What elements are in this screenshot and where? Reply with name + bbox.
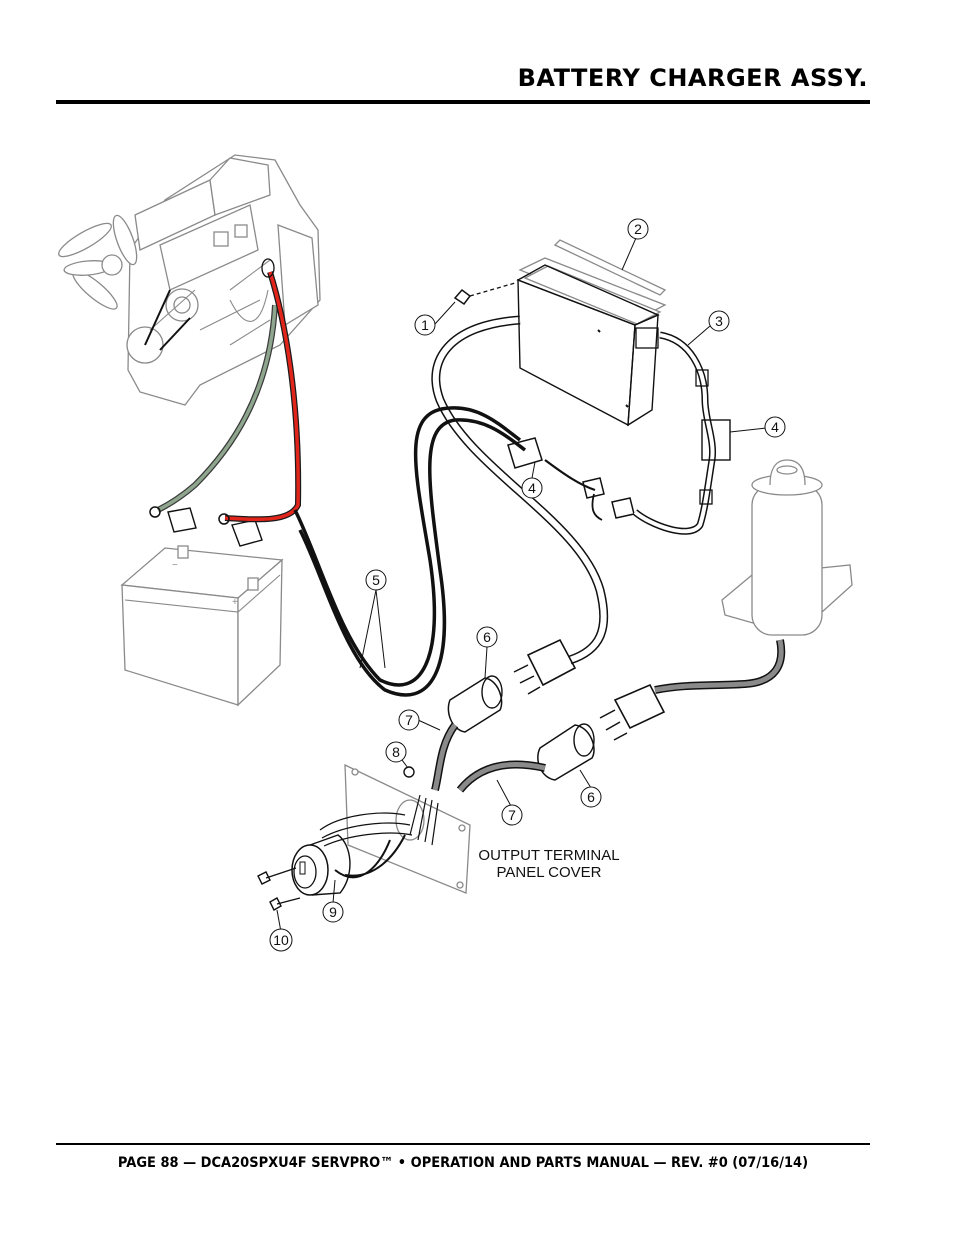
svg-text:1: 1 [421,317,429,333]
svg-text:+: + [232,597,238,608]
callout-4-charger: 4 [764,416,786,438]
positive-terminal-clamp [231,519,263,547]
svg-text:7: 7 [508,807,516,823]
output-terminal-panel-cover [344,763,471,894]
callout-6-lower: 6 [580,786,602,808]
heater-plug [613,683,666,730]
receptacle-lower [537,724,595,781]
callout-3: 3 [708,310,730,332]
callout-4-harness: 4 [521,477,543,499]
svg-text:10: 10 [273,932,289,948]
svg-text:4: 4 [771,419,779,435]
engine-block-heater [721,459,853,636]
callout-9: 9 [322,901,344,923]
callout-8: 8 [385,741,407,763]
receptacle-upper [447,677,503,733]
charger-output-lead [632,331,717,535]
output-receptacle [291,834,351,896]
svg-text:3: 3 [715,313,723,329]
screw-lower-icon [269,897,301,911]
svg-text:4: 4 [528,480,536,496]
nut-icon [403,766,415,778]
callout-1: 1 [414,314,436,336]
svg-text:7: 7 [405,712,413,728]
mounting-bolt [453,288,472,306]
callout-6-upper: 6 [476,626,498,648]
negative-terminal-clamp [167,507,197,533]
footer-rule [56,1143,870,1145]
svg-text:6: 6 [483,629,491,645]
svg-text:6: 6 [587,789,595,805]
callout-2: 2 [627,218,649,240]
svg-text:2: 2 [634,221,642,237]
panel-cover-label-line1: OUTPUT TERMINAL [478,847,619,864]
page-footer: PAGE 88 — DCA20SPXU4F SERVPRO™ • OPERATI… [117,1155,809,1171]
page-title: BATTERY CHARGER ASSY. [517,64,868,92]
svg-text:8: 8 [392,744,400,760]
callout-10: 10 [269,928,293,952]
ac-plug [526,638,577,687]
callout-7-upper: 7 [398,709,420,731]
engine-illustration [58,154,321,406]
battery-charger-unit [516,239,667,427]
inline-fuse-holder [507,437,543,469]
screw-upper-icon [257,867,297,885]
battery-illustration: − + [120,545,284,707]
callout-7-lower: 7 [501,804,523,826]
battery-harness-cable [293,406,522,687]
callout-5: 5 [365,569,387,591]
svg-text:5: 5 [372,572,380,588]
svg-text:9: 9 [329,904,337,920]
svg-text:−: − [172,560,178,571]
fan-icon [58,214,138,310]
header-rule [56,100,870,104]
panel-cover-label-line2: PANEL COVER [496,864,601,881]
